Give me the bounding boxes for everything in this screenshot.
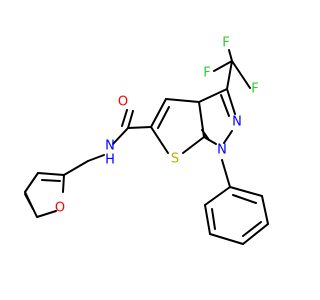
bond-n2-n1: [223, 130, 233, 144]
bond-furan-c4-c3: [24, 172, 39, 193]
atom-f3: F: [222, 36, 229, 51]
bond-ph-c2-c3: [204, 204, 211, 235]
bond-n1-c7a-double: [201, 129, 210, 141]
bond-furan-c3-c2-double: [41, 179, 61, 182]
bond-ph-c6-c1: [229, 186, 263, 197]
bond-c3-cf3: [226, 60, 233, 90]
bond-c3-n2-double: [220, 94, 230, 117]
structure-svg: O N H S O N N F F F: [24, 36, 269, 245]
atom-o-carbonyl: O: [118, 95, 128, 110]
bond-cf3-f1: [213, 60, 233, 72]
bond-carbonyl-c-o-double: [121, 109, 128, 127]
bond-carbonyl-c-o: [127, 110, 134, 129]
bond-ph-c5-c6: [261, 195, 269, 225]
atom-f2: F: [251, 82, 258, 97]
atom-n2-pyrazole: N: [232, 115, 242, 130]
bond-ph-c4-c5-double: [242, 221, 262, 237]
bond-c4-c3a: [165, 98, 200, 103]
bond-furan-c3-c2: [37, 172, 65, 176]
atom-h-amide: H: [105, 153, 115, 168]
bond-c5-c4-double: [157, 106, 170, 129]
molecule-diagram: O N H S O N N F F F: [24, 36, 269, 245]
atom-o-furan: O: [55, 201, 65, 216]
bond-n-ch2: [87, 154, 105, 162]
bond-n1-c7a: [203, 136, 217, 145]
bond-furan-c2-o: [62, 174, 65, 193]
bond-carbonyl-c-c5: [127, 126, 152, 129]
bond-s-c5: [150, 126, 169, 154]
bond-cf3-f3: [228, 49, 233, 62]
bond-ph-c2-c3-double: [211, 208, 216, 230]
atom-n1-pyrazole: N: [217, 143, 227, 158]
bond-ph-c3-c4: [209, 233, 244, 245]
bond-c3-n2: [226, 88, 236, 115]
bond-cf3-f2: [231, 60, 251, 89]
bond-ph-c4-c5: [242, 223, 269, 245]
bond-n1-phenyl: [221, 159, 231, 188]
bond-c7a-s: [182, 136, 205, 154]
atom-s-thiophene: S: [171, 152, 179, 167]
atom-n-amide: N: [105, 139, 115, 154]
bond-furan-c5-c4-double: [24, 193, 34, 210]
bond-furan-o-c5: [36, 210, 57, 218]
bond-c5-c4: [150, 98, 167, 128]
bond-ch2-furan: [63, 160, 89, 176]
bond-carbonyl-c-n: [112, 127, 129, 145]
bond-ph-c6-c1-double: [232, 194, 257, 204]
bond-c3a-c3: [198, 88, 228, 103]
bond-ph-c1-c2: [204, 186, 231, 206]
atom-f1: F: [203, 66, 210, 81]
